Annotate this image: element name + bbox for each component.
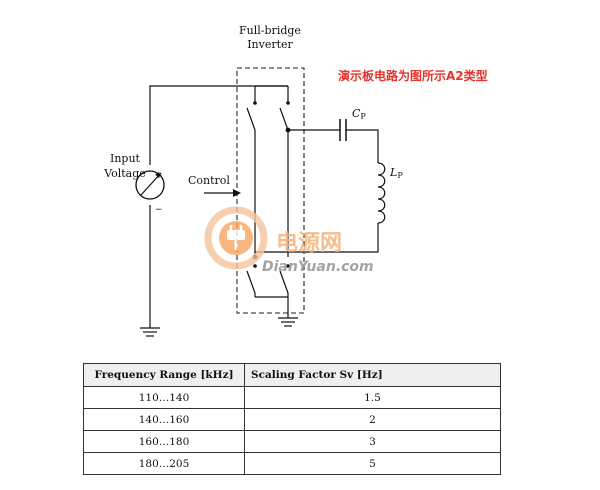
control-label: Control (188, 174, 230, 187)
circuit-diagram: Full-bridge Inverter 演示板电路为图所示A2类型 + − I… (103, 24, 488, 337)
inductor-return-wire (255, 223, 379, 253)
cell-scaling: 2 (244, 408, 501, 431)
caption-cn: 演示板电路为图所示A2类型 (338, 68, 488, 83)
cell-frequency: 160…180 (83, 430, 245, 453)
plus-sign: + (155, 171, 163, 181)
cell-frequency: 140…160 (83, 408, 245, 431)
watermark-logo (204, 206, 268, 270)
minus-sign: − (155, 205, 163, 215)
inverter-label-line1: Full-bridge (239, 24, 301, 37)
right-leg (279, 86, 291, 318)
header-frequency-range: Frequency Range [kHz] (83, 363, 245, 387)
table-row: 140…160 2 (83, 408, 501, 431)
inverter-label-line2: Inverter (247, 38, 293, 51)
capacitor-cp-icon (339, 119, 347, 141)
cell-scaling: 5 (244, 452, 501, 475)
cell-scaling: 3 (244, 430, 501, 453)
watermark-cn: 电源网 (276, 231, 342, 256)
cell-scaling: 1.5 (244, 386, 501, 409)
scaling-factor-table: Frequency Range [kHz] Scaling Factor Sv … (83, 363, 501, 475)
table-row: 160…180 3 (83, 430, 501, 453)
inverter-ground-icon (278, 317, 298, 327)
table-row: 110…140 1.5 (83, 386, 501, 409)
table-header-row: Frequency Range [kHz] Scaling Factor Sv … (83, 363, 501, 387)
inverter-box (236, 67, 305, 314)
cap-label: CP (352, 107, 366, 121)
cell-frequency: 180…205 (83, 452, 245, 475)
input-top-wire (149, 85, 288, 165)
voltage-source-icon (135, 170, 165, 200)
watermark-en: DianYuan.com (262, 259, 374, 275)
cap-to-inductor-wire (346, 129, 379, 163)
inductor-lp-icon (377, 162, 386, 224)
ind-label: LP (389, 166, 403, 180)
input-label-line2: Voltage (103, 167, 146, 180)
input-label-line1: Input (110, 152, 141, 165)
control-arrowhead (233, 189, 241, 197)
header-scaling-factor: Scaling Factor Sv [Hz] (244, 363, 501, 387)
cell-frequency: 110…140 (83, 386, 245, 409)
table-row: 180…205 5 (83, 452, 501, 475)
input-ground-icon (140, 327, 160, 337)
